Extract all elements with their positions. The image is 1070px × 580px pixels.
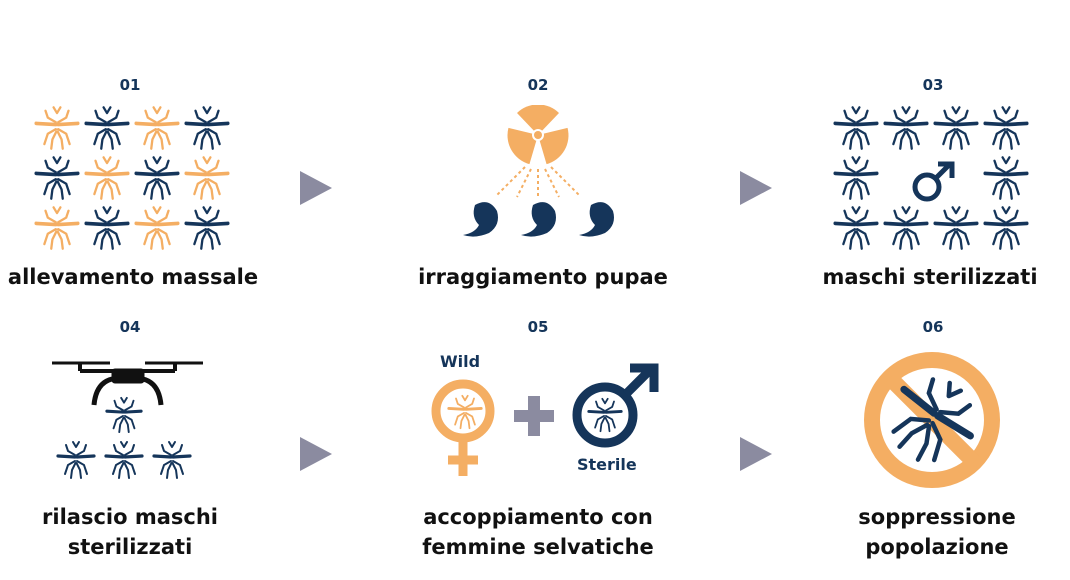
mosquito-icon [983, 155, 1029, 201]
mosquito-icon [134, 105, 180, 151]
mosquito-icon [184, 155, 230, 201]
male-symbol-icon [912, 161, 955, 202]
mosquito-icon [134, 155, 180, 201]
radiation-pupae-icon [463, 105, 614, 237]
mosquito-icon [983, 205, 1029, 251]
mosquito-icon [104, 440, 144, 480]
step-label-05: accoppiamento con femmine selvatiche [378, 502, 698, 562]
wild-label: Wild [440, 352, 481, 371]
mosquito-icon [34, 105, 80, 151]
arrow-icon [740, 171, 772, 205]
step-label-02: irraggiamento pupae [418, 265, 668, 289]
mosquito-icon [184, 205, 230, 251]
sterile-label: Sterile [577, 455, 637, 474]
mosquito-icon [833, 105, 879, 151]
mosquito-icon [833, 155, 879, 201]
mosquito-icon [134, 205, 180, 251]
no-mosquito-icon [864, 352, 1000, 488]
mosquito-icon [883, 205, 929, 251]
mosquito-icon [34, 155, 80, 201]
label-line: popolazione [865, 535, 1009, 559]
step-number-06: 06 [922, 318, 944, 336]
mosquito-icon [587, 397, 623, 433]
mosquito-icon [105, 396, 143, 434]
step-number-05: 05 [527, 318, 549, 336]
plus-icon [514, 396, 554, 436]
step-number-01: 01 [119, 76, 141, 94]
arrow-icon [300, 437, 332, 471]
mosquito-icon [84, 105, 130, 151]
label-line: rilascio maschi [42, 505, 218, 529]
step-number-02: 02 [527, 76, 549, 94]
mosquito-icon [56, 440, 96, 480]
step-label-06: soppressione popolazione [777, 502, 1070, 562]
step-label-04: rilascio maschi sterilizzati [0, 502, 290, 562]
mosquito-icon [933, 205, 979, 251]
female-symbol-icon [431, 379, 495, 476]
label-line: soppressione [858, 505, 1016, 529]
step-label-01: allevamento massale [7, 265, 259, 289]
label-line: sterilizzati [67, 535, 193, 559]
step-label-03: maschi sterilizzati [822, 265, 1038, 289]
label-line: accoppiamento con [423, 505, 653, 529]
label-line: femmine selvatiche [422, 535, 654, 559]
mosquito-icon [833, 205, 879, 251]
arrow-icon [300, 171, 332, 205]
mosquito-icon [883, 105, 929, 151]
arrow-icon [740, 437, 772, 471]
step-number-04: 04 [119, 318, 141, 336]
drone-icon [52, 361, 203, 406]
step-number-03: 03 [922, 76, 944, 94]
male-symbol-icon [572, 363, 659, 448]
mosquito-icon [84, 205, 130, 251]
mosquito-icon [933, 105, 979, 151]
mosquito-icon [152, 440, 192, 480]
mosquito-icon [447, 394, 483, 430]
mosquito-icon [983, 105, 1029, 151]
mosquito-icon [34, 205, 80, 251]
mosquito-icon [184, 105, 230, 151]
mosquito-icon [84, 155, 130, 201]
